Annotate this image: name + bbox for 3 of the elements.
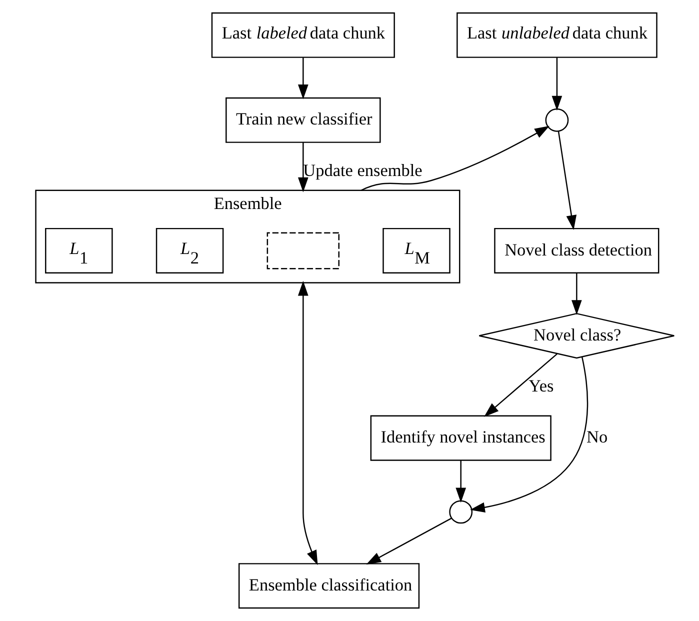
edge-label: No [586,428,608,447]
edge-label: Update ensemble [302,160,422,180]
edge-label: Yes [528,376,554,396]
